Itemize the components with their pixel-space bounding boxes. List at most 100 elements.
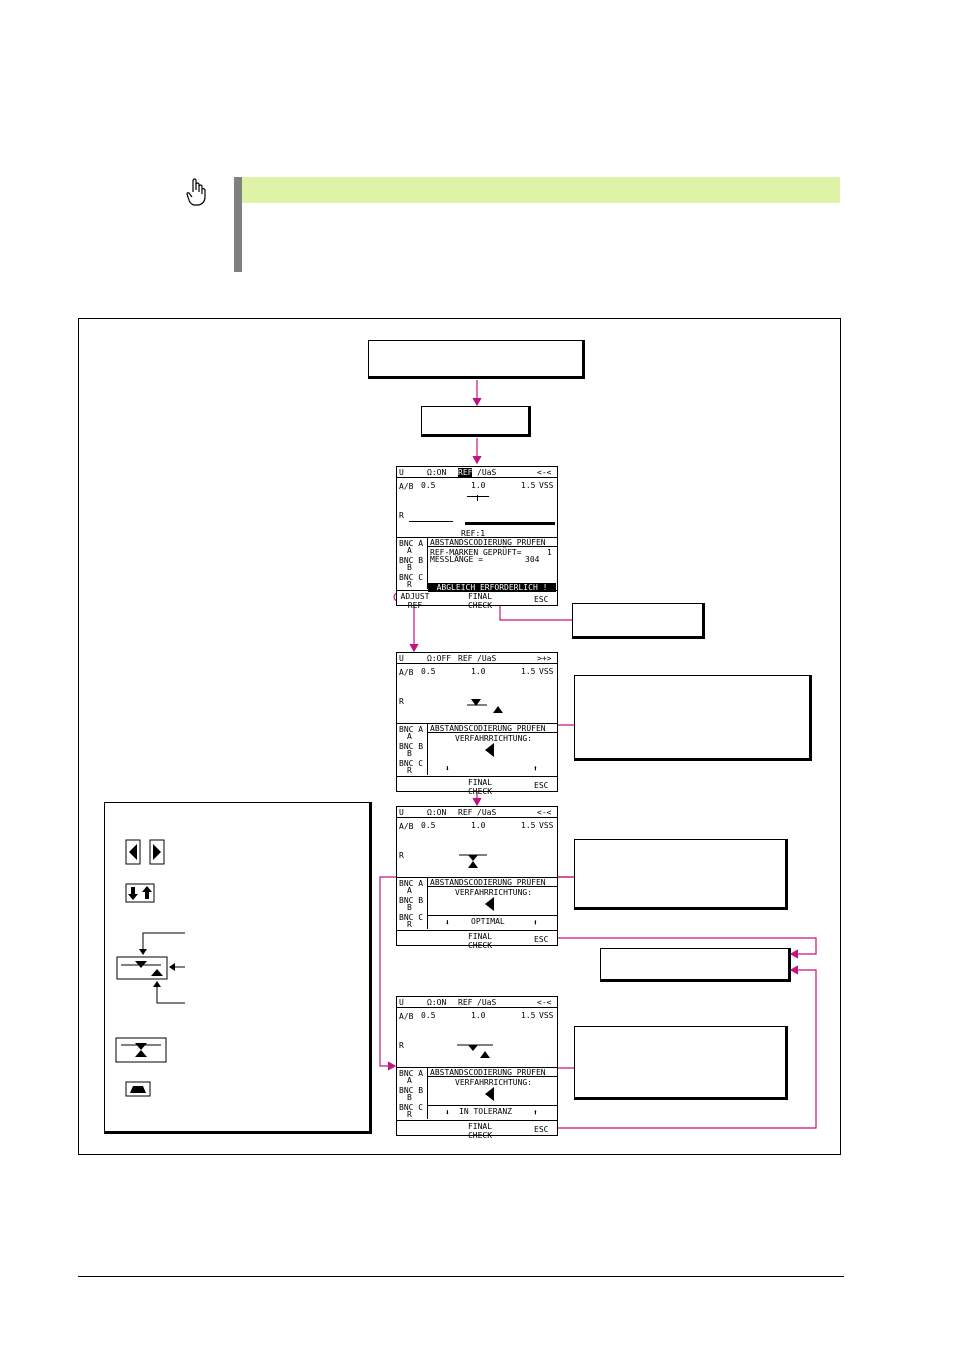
tab-arrow: <-< xyxy=(537,808,552,817)
bnc-c-val: R xyxy=(407,580,412,589)
tab-ref: REF xyxy=(458,998,473,1007)
bnc-b: BNC B xyxy=(399,742,424,751)
lcd-screen-2: U Ω:OFF REF /UaS >+> A/B 0.5 1.0 1.5 VSS… xyxy=(396,652,558,796)
tab-ohm: Ω:OFF xyxy=(427,654,452,663)
bnc-a: BNC A xyxy=(399,539,424,548)
tab-ref: REF xyxy=(458,654,473,663)
bnc-b-val: B xyxy=(407,903,412,912)
centered-markers-icon xyxy=(115,1037,167,1063)
softkey-esc[interactable]: ESC xyxy=(534,935,549,944)
scale-10: 1.0 xyxy=(471,821,486,830)
scale-15: 1.5 xyxy=(521,481,536,490)
tab-uas: /UaS xyxy=(477,998,497,1007)
softkey-final-check[interactable]: FINAL CHECK xyxy=(467,932,493,950)
ref-marks-label: REF-MARKEN GEPRÜFT= xyxy=(430,548,522,557)
r-label: R xyxy=(399,697,404,706)
tab-uas: /UaS xyxy=(477,808,497,817)
tab-ohm: Ω:ON xyxy=(427,468,447,477)
bnc-c-val: R xyxy=(407,1110,412,1119)
ab-label: A/B xyxy=(399,822,414,831)
panel-title: ABSTANDSCODIERUNG PRÜFEN xyxy=(430,878,546,887)
softkey-final-check[interactable]: FINAL CHECK xyxy=(467,592,493,610)
note-sidebar xyxy=(234,177,242,272)
arrow-down-icon: ⬇ xyxy=(445,764,450,773)
ref-marks-value: 1 xyxy=(547,548,552,557)
scale-vss: VSS xyxy=(539,667,554,676)
info-box-optimal xyxy=(574,839,788,910)
bnc-c: BNC C xyxy=(399,573,424,582)
scale-vss: VSS xyxy=(539,1011,554,1020)
length-label: MESSLÄNGE = xyxy=(430,555,483,564)
hand-pointing-icon xyxy=(186,178,206,206)
footer-rule xyxy=(78,1276,844,1277)
lcd-screen-4: U Ω:ON REF /UaS <-< A/B 0.5 1.0 1.5 VSS … xyxy=(396,996,558,1140)
marker-triangles-icon xyxy=(467,699,503,713)
ab-label: A/B xyxy=(399,668,414,677)
lcd-screen-3: U Ω:ON REF /UaS <-< A/B 0.5 1.0 1.5 VSS … xyxy=(396,806,558,950)
status-tolerance: IN TOLERANZ xyxy=(459,1107,512,1116)
bnc-a: BNC A xyxy=(399,879,424,888)
scale-10: 1.0 xyxy=(471,481,486,490)
softkey-adjust-ref[interactable]: ADJUST REF xyxy=(400,592,430,610)
r-label: R xyxy=(399,1041,404,1050)
length-value: 304 xyxy=(525,555,540,564)
scale-05: 0.5 xyxy=(421,821,436,830)
left-right-arrow-keys-icon xyxy=(125,839,165,865)
scale-05: 0.5 xyxy=(421,667,436,676)
marker-triangles-icon xyxy=(457,1044,493,1058)
arrow-up-icon: ⬆ xyxy=(533,764,538,773)
scale-15: 1.5 xyxy=(521,667,536,676)
r-label: R xyxy=(399,511,404,520)
final-check-box xyxy=(572,603,705,639)
scale-15: 1.5 xyxy=(521,821,536,830)
bnc-c: BNC C xyxy=(399,1103,424,1112)
status-optimal: OPTIMAL xyxy=(471,917,505,926)
tab-ref: REF xyxy=(458,808,473,817)
tab-arrow: <-< xyxy=(537,468,552,477)
r-label: R xyxy=(399,851,404,860)
start-box xyxy=(368,340,585,379)
tab-u: U xyxy=(399,808,404,817)
softkey-esc[interactable]: ESC xyxy=(534,595,549,604)
tab-ref: REF xyxy=(458,468,473,477)
panel-title: ABSTANDSCODIERUNG PRÜFEN xyxy=(430,538,546,547)
tab-arrow: <-< xyxy=(537,998,552,1007)
softkey-final-check[interactable]: FINAL CHECK xyxy=(467,1122,493,1140)
legend-panel xyxy=(104,802,372,1134)
softkey-esc[interactable]: ESC xyxy=(534,781,549,790)
softkey-esc[interactable]: ESC xyxy=(534,1125,549,1134)
panel-title: ABSTANDSCODIERUNG PRÜFEN xyxy=(430,1068,546,1077)
flow-diagram-frame xyxy=(78,318,841,1155)
marker-triangles-icon xyxy=(459,854,487,868)
ab-label: A/B xyxy=(399,482,414,491)
direction-label: VERFAHRRICHTUNG: xyxy=(455,734,533,743)
ref-label: REF:1 xyxy=(461,529,486,538)
direction-label: VERFAHRRICHTUNG: xyxy=(455,888,533,897)
lcd-screen-1: U Ω:ON REF /UaS <-< A/B 0.5 1.0 1.5 VSS … xyxy=(396,466,558,610)
softkey-final-check[interactable]: FINAL CHECK xyxy=(467,778,493,796)
panel-title: ABSTANDSCODIERUNG PRÜFEN xyxy=(430,724,546,733)
arrow-up-icon: ⬆ xyxy=(533,918,538,927)
tab-u: U xyxy=(399,654,404,663)
direction-label: VERFAHRRICHTUNG: xyxy=(455,1078,533,1087)
note-header xyxy=(242,177,840,203)
bnc-b-val: B xyxy=(407,1093,412,1102)
scale-05: 0.5 xyxy=(421,481,436,490)
bnc-a-val: A xyxy=(407,546,412,555)
arrow-up-icon: ⬆ xyxy=(533,1108,538,1117)
bar-indicator-icon xyxy=(125,1081,151,1097)
bnc-a-val: A xyxy=(407,886,412,895)
tab-arrow: >+> xyxy=(537,654,552,663)
tab-uas: /UaS xyxy=(477,654,497,663)
bnc-c: BNC C xyxy=(399,913,424,922)
tab-u: U xyxy=(399,468,404,477)
bnc-a: BNC A xyxy=(399,1069,424,1078)
tab-ohm: Ω:ON xyxy=(427,998,447,1007)
bnc-b: BNC B xyxy=(399,896,424,905)
bnc-b-val: B xyxy=(407,749,412,758)
bnc-b-val: B xyxy=(407,563,412,572)
arrow-left-icon xyxy=(485,1087,494,1101)
down-up-arrow-keys-icon xyxy=(125,883,155,903)
bnc-a-val: A xyxy=(407,1076,412,1085)
